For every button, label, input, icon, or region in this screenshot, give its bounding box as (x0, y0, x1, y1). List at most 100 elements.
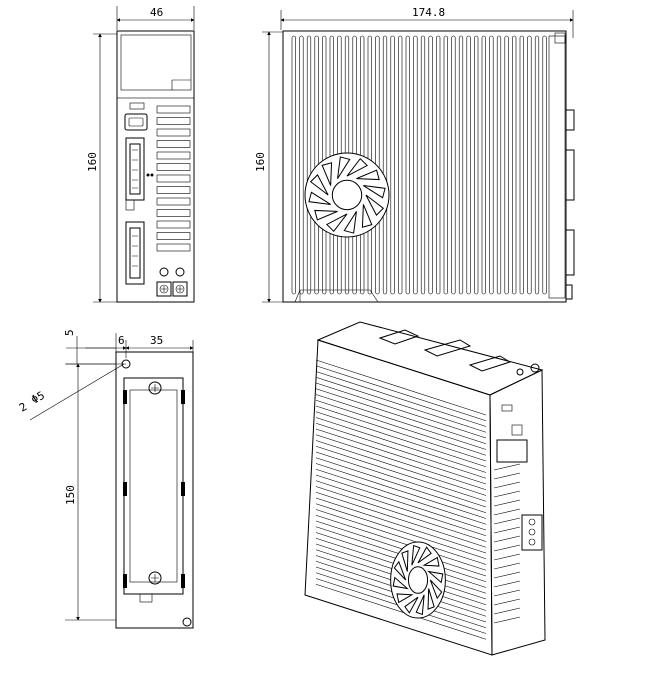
front-height-label: 160 (86, 152, 99, 172)
iso-fin-line (315, 428, 487, 485)
iso-display-icon (496, 439, 528, 463)
cooling-fin (291, 35, 296, 295)
cooling-fin (489, 35, 494, 295)
mount-hole-spacing-label: 35 (150, 334, 163, 347)
iso-fin-line (315, 509, 487, 565)
iso-fin-line (315, 497, 487, 554)
side-height-dimension: 160 (254, 31, 283, 303)
cooling-fin (306, 35, 312, 295)
connector-cn1-icon (125, 137, 145, 211)
iso-fin-line (315, 417, 487, 473)
vent-slot (156, 163, 191, 171)
vent-slot (156, 197, 191, 206)
mounting-view: 6 35 5 2 Φ5 150 (17, 329, 194, 629)
cooling-fin (512, 35, 517, 295)
iso-fin-line (315, 440, 487, 496)
iso-fin-line (315, 503, 487, 560)
front-height-dimension: 160 (86, 33, 117, 303)
mount-inner-frame (123, 377, 184, 595)
front-width-label: 46 (150, 6, 163, 19)
iso-fin-line (315, 583, 487, 640)
mount-hole-qty-label: 2 (17, 400, 29, 415)
ground-terminals (156, 267, 188, 297)
iso-fin-line (315, 434, 487, 491)
cooling-fin (299, 35, 304, 295)
mount-hole-diameter-label: Φ5 (29, 389, 47, 407)
cooling-fin (428, 35, 433, 295)
mount-hole-offset-label: 6 (118, 334, 125, 347)
side-height-label: 160 (254, 152, 267, 172)
iso-fin-line (315, 422, 487, 479)
iso-fin-line (315, 457, 487, 514)
cooling-fin (504, 35, 509, 295)
front-view: 46 160 (86, 6, 195, 303)
iso-fin-line (315, 399, 487, 456)
cooling-fin (443, 35, 448, 295)
cooling-fin (413, 35, 418, 295)
iso-fin-line (315, 411, 487, 468)
iso-fin-line (315, 365, 487, 422)
cooling-fin (405, 35, 410, 295)
iso-fan-icon (390, 541, 446, 619)
cooling-fin (481, 35, 486, 295)
mount-hole-bottom (182, 617, 192, 627)
iso-fin-line (315, 445, 487, 502)
iso-fin-line (315, 468, 487, 525)
mount-screw-top (148, 381, 162, 395)
cooling-fin (436, 35, 441, 295)
iso-front-face (489, 369, 546, 656)
side-depth-label: 174.8 (412, 6, 445, 19)
iso-fin-line (315, 451, 487, 508)
mount-hole-top (121, 359, 131, 369)
cooling-fin (474, 35, 479, 295)
cooling-fin (519, 35, 524, 295)
iso-front-panel (496, 404, 543, 551)
cooling-fin (496, 35, 502, 295)
iso-fin-line (315, 486, 487, 542)
side-depth-dimension: 174.8 (280, 6, 574, 38)
top-connector-icon (129, 102, 145, 110)
vent-slot (156, 140, 191, 148)
iso-terminal-block-icon (521, 514, 543, 551)
iso-fin-line (315, 474, 487, 531)
usb-port-icon (124, 113, 148, 131)
mount-top-offset-label: 5 (63, 329, 76, 336)
iso-fin-line (315, 394, 487, 450)
iso-fin-line (315, 405, 487, 462)
connector-cn2-icon (125, 221, 145, 285)
iso-fin-line (315, 514, 487, 571)
iso-fin-line (315, 371, 487, 427)
vent-slot (156, 117, 191, 125)
display-window (120, 34, 192, 91)
cooling-fin (534, 35, 540, 295)
iso-fin-line (315, 376, 487, 433)
vent-slot (156, 174, 191, 183)
vent-slot (156, 128, 191, 137)
vent-slot (156, 186, 191, 194)
mount-screw-bottom (148, 571, 162, 585)
mount-height-label: 150 (64, 485, 77, 505)
cooling-fin (382, 35, 388, 295)
side-connector-profiles (565, 109, 575, 300)
mount-top-offset-dimension: 5 (63, 329, 126, 365)
iso-fin-line (315, 463, 487, 519)
cooling-fin (451, 35, 456, 295)
iso-fin-line (315, 388, 487, 445)
cooling-fin (420, 35, 426, 295)
mount-plate-outline (115, 351, 194, 629)
front-vent-slots (156, 105, 191, 252)
vent-slot (156, 151, 191, 160)
iso-fin-line (315, 382, 487, 439)
iso-fin-line (315, 480, 487, 537)
cooling-fin (390, 35, 395, 295)
side-fan-icon (304, 152, 390, 238)
vent-slot (156, 220, 191, 229)
vent-slot (156, 243, 191, 252)
iso-top-connectors (378, 329, 540, 376)
cooling-fin (458, 35, 464, 295)
iso-fin-line (315, 359, 487, 416)
cooling-fin (466, 35, 471, 295)
iso-fin-line (315, 520, 487, 577)
mount-height-dimension: 150 (64, 363, 116, 621)
